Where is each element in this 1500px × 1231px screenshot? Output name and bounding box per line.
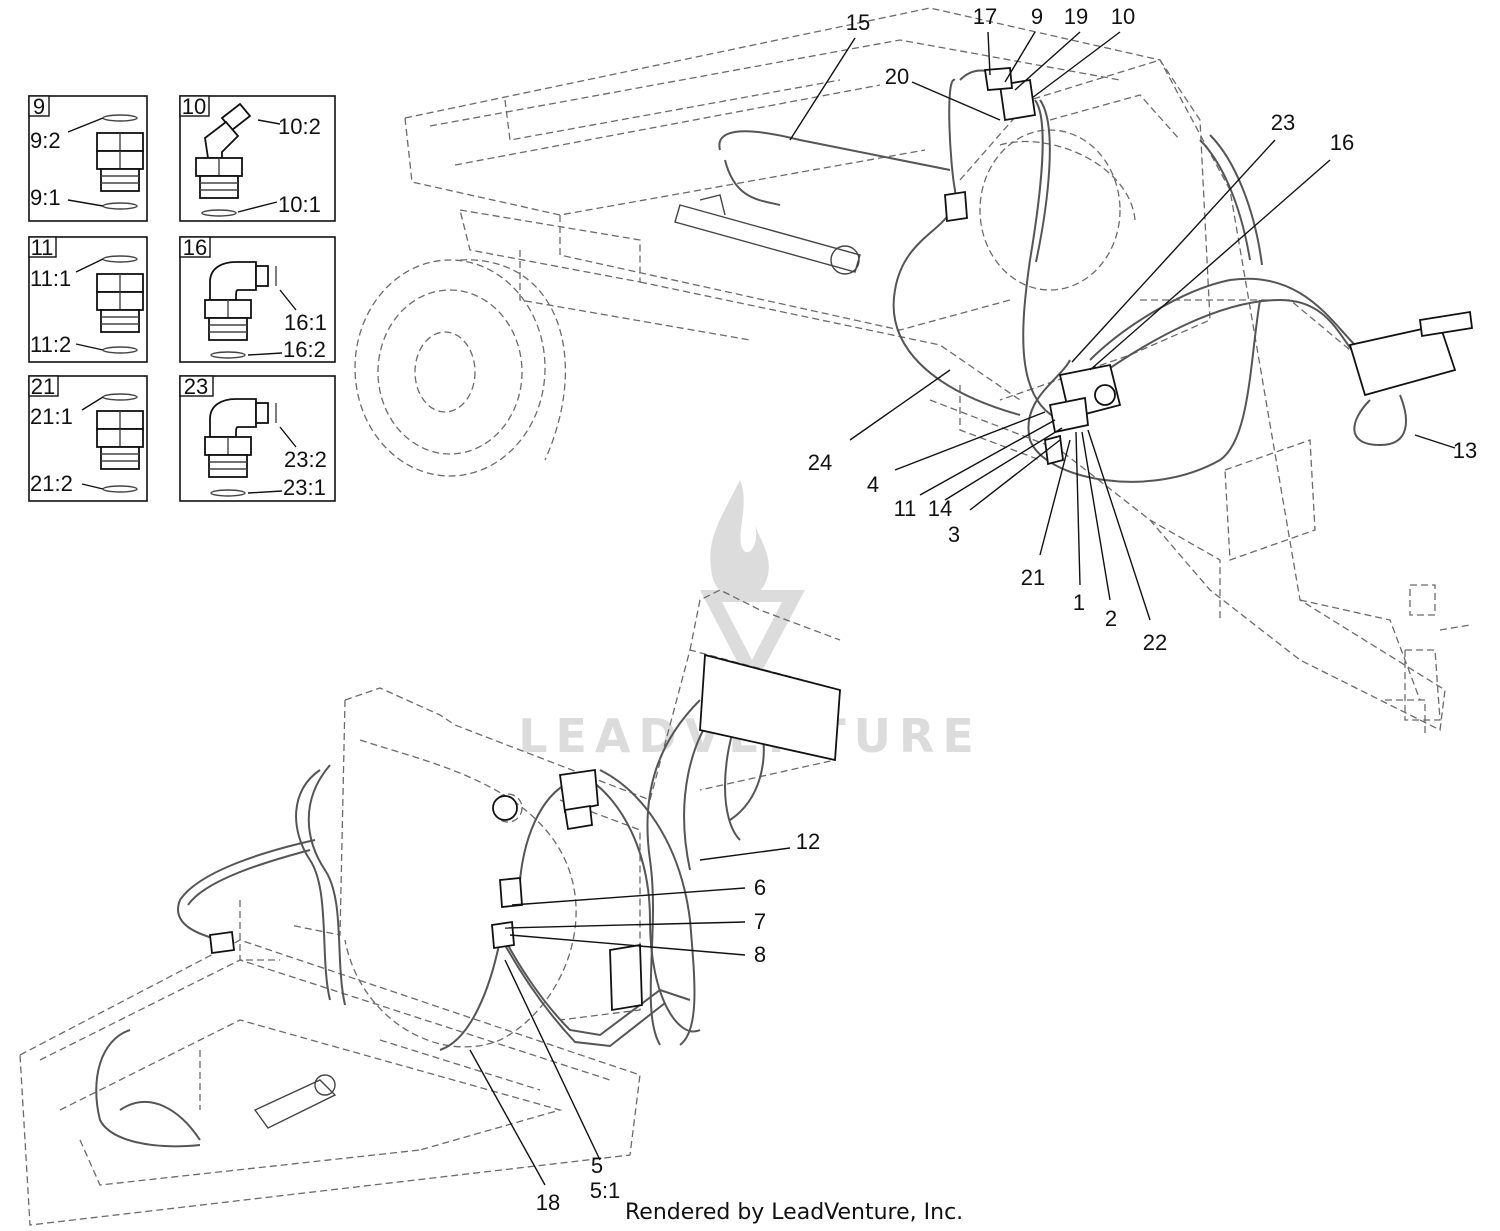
callout-22: 22 xyxy=(1143,630,1167,655)
inset-23-label-top: 23:2 xyxy=(284,447,327,472)
inset-21-label-bottom: 21:2 xyxy=(30,471,73,496)
inset-11-label-top: 11:1 xyxy=(30,266,71,291)
callout-7: 7 xyxy=(754,909,766,934)
top-frame-assembly xyxy=(354,7,1471,735)
inset-21-tag: 21 xyxy=(31,374,55,399)
callout-6: 6 xyxy=(754,875,766,900)
callout-23: 23 xyxy=(1271,110,1295,135)
inset-23: 23 23:2 23:1 xyxy=(179,374,336,502)
inset-21-label-top: 21:1 xyxy=(30,404,73,429)
inset-16: 16 16:1 16:2 xyxy=(179,235,336,363)
inset-23-label-bottom: 23:1 xyxy=(283,475,326,500)
callout-17: 17 xyxy=(973,4,997,29)
inset-10-tag: 10 xyxy=(182,94,206,119)
callout-10: 10 xyxy=(1111,4,1135,29)
inset-10-label-bottom: 10:1 xyxy=(278,192,321,217)
callout-21: 21 xyxy=(1021,565,1045,590)
callout-3: 3 xyxy=(948,522,960,547)
callout-9: 9 xyxy=(1031,4,1043,29)
top-hose-routing xyxy=(718,67,1474,483)
callout-15: 15 xyxy=(846,10,870,35)
inset-9: 9 9:2 9:1 xyxy=(28,94,148,222)
leader-lines xyxy=(469,31,1456,1186)
callout-1: 1 xyxy=(1073,590,1085,615)
inset-11-tag: 11 xyxy=(31,235,54,260)
callout-4: 4 xyxy=(867,472,879,497)
callout-5: 5 xyxy=(591,1153,603,1178)
callout-16: 16 xyxy=(1330,130,1354,155)
callout-13: 13 xyxy=(1453,438,1477,463)
callout-14: 14 xyxy=(928,496,952,521)
inset-21: 21 21:1 21:2 xyxy=(28,374,148,502)
inset-9-label-bottom: 9:1 xyxy=(30,185,61,210)
callout-20: 20 xyxy=(885,64,909,89)
callout-5-1: 5:1 xyxy=(590,1178,621,1203)
inset-9-label-top: 9:2 xyxy=(30,128,61,153)
callout-19: 19 xyxy=(1064,4,1088,29)
callout-12: 12 xyxy=(796,829,820,854)
inset-16-label-top: 16:1 xyxy=(284,310,327,335)
inset-16-tag: 16 xyxy=(183,235,207,260)
inset-10-label-top: 10:2 xyxy=(278,114,321,139)
inset-11-label-bottom: 11:2 xyxy=(30,332,71,357)
callout-11: 11 xyxy=(894,496,917,521)
inset-23-tag: 23 xyxy=(184,374,208,399)
bottom-hose-routing xyxy=(95,653,841,1148)
callout-labels: 15 17 9 19 10 20 23 16 13 24 4 11 14 3 2… xyxy=(536,4,1477,1215)
callout-18: 18 xyxy=(536,1190,560,1215)
callout-2: 2 xyxy=(1105,606,1117,631)
inset-10: 10 10:2 10:1 xyxy=(179,94,336,222)
inset-16-label-bottom: 16:2 xyxy=(283,337,326,362)
callout-8: 8 xyxy=(754,942,766,967)
callout-24: 24 xyxy=(808,450,832,475)
inset-11: 11 11:1 11:2 xyxy=(28,235,148,363)
bottom-frame-assembly xyxy=(19,589,841,1226)
footer-credit: Rendered by LeadVenture, Inc. xyxy=(625,1200,963,1225)
inset-9-tag: 9 xyxy=(33,94,45,119)
